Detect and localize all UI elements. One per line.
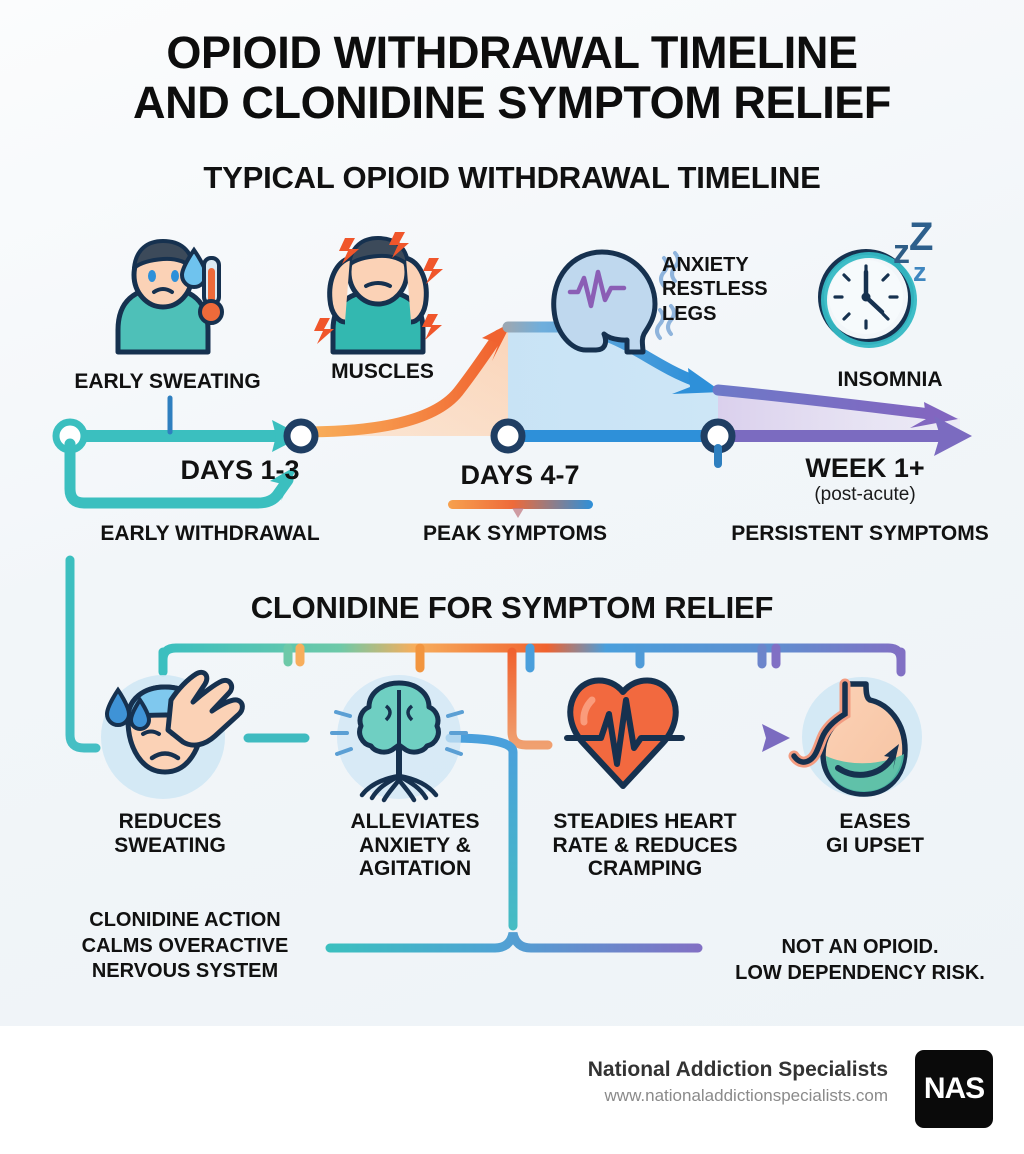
note-not-an-opioid: NOT AN OPIOID. LOW DEPENDENCY RISK. bbox=[700, 935, 1020, 986]
early-withdrawal-loop-arrow bbox=[64, 438, 298, 509]
note-right-line2: LOW DEPENDENCY RISK. bbox=[735, 961, 985, 984]
anxious-head-icon bbox=[551, 249, 680, 355]
benefit-caption-reduces-sweating: REDUCES SWEATING bbox=[35, 810, 305, 857]
caption-insomnia: INSOMNIA bbox=[837, 368, 943, 391]
svg-text:Z: Z bbox=[909, 215, 933, 259]
svg-text:z: z bbox=[913, 257, 927, 287]
note-left-line3: NERVOUS SYSTEM bbox=[91, 960, 279, 983]
mid-orange-drop bbox=[507, 647, 553, 750]
nas-logo: NAS bbox=[915, 1050, 993, 1128]
caption-restless: RESTLESS bbox=[662, 278, 768, 301]
note-right-line1: NOT AN OPIOID. bbox=[781, 936, 939, 958]
node-days-4-7[interactable] bbox=[490, 418, 526, 454]
caption-legs: LEGS bbox=[662, 302, 717, 325]
clonidine-bracket bbox=[158, 643, 906, 677]
benefit-3-line1: STEADIES HEART bbox=[553, 810, 737, 833]
benefit-2-line2: ANXIETY & bbox=[359, 833, 471, 857]
brand-name: National Addiction Specialists bbox=[587, 1058, 888, 1081]
caption-anxiety: ANXIETY bbox=[662, 254, 749, 276]
page-title-line1: OPIOID WITHDRAWAL TIMELINE bbox=[166, 27, 858, 78]
stomach-icon bbox=[788, 677, 922, 797]
page-title: OPIOID WITHDRAWAL TIMELINE AND CLONIDINE… bbox=[0, 27, 1024, 129]
page-title-line2: AND CLONIDINE SYMPTOM RELIEF bbox=[133, 77, 891, 129]
caption-anxiety-restless-legs: ANXIETY RESTLESS LEGS bbox=[662, 253, 842, 326]
benefit-3-line2: RATE & REDUCES bbox=[552, 833, 738, 857]
svg-text:z: z bbox=[893, 233, 910, 271]
stage-note-post-acute: (post-acute) bbox=[814, 484, 916, 505]
benefit-4-line1: EASES bbox=[839, 810, 911, 833]
benefit-caption-alleviates-anxiety: ALLEVIATES ANXIETY & AGITATION bbox=[290, 810, 540, 881]
link-heart-to-stomach bbox=[698, 724, 790, 752]
clonidine-section-title: CLONIDINE FOR SYMPTOM RELIEF bbox=[250, 590, 774, 625]
node-days-1-3[interactable] bbox=[283, 418, 319, 454]
benefit-1-line2: SWEATING bbox=[114, 833, 226, 857]
timeline-axis bbox=[64, 416, 972, 456]
benefit-2-line3: AGITATION bbox=[358, 857, 472, 881]
peak-symptoms-marker bbox=[448, 500, 593, 518]
benefit-caption-steadies-heart-rate: STEADIES HEART RATE & REDUCES CRAMPING bbox=[505, 810, 785, 881]
peak-rise-area bbox=[300, 327, 508, 436]
stage-period-week-1: WEEK 1+ bbox=[805, 453, 925, 483]
persistent-arrow bbox=[712, 384, 958, 428]
left-vertical-connector bbox=[65, 555, 101, 753]
benefit-4-line2: GI UPSET bbox=[825, 833, 925, 857]
cooling-forehead-icon bbox=[101, 669, 245, 799]
infographic-graphics: z Z z bbox=[52, 215, 972, 953]
benefit-3-line3: CRAMPING bbox=[587, 857, 703, 881]
peak-decline-area bbox=[508, 327, 718, 436]
caption-early-sweating: EARLY SWEATING bbox=[74, 370, 261, 393]
stage-period-days-4-7: DAYS 4-7 bbox=[460, 460, 580, 490]
footer bbox=[0, 1026, 1024, 1154]
stage-period-days-1-3: DAYS 1-3 bbox=[180, 455, 300, 485]
benefit-1-line1: REDUCES bbox=[118, 810, 222, 833]
stage-phase-peak-symptoms: PEAK SYMPTOMS bbox=[423, 522, 607, 545]
timeline-section-title: TYPICAL OPIOID WITHDRAWAL TIMELINE bbox=[203, 160, 821, 195]
brand-url: www.nationaladdictionspecialists.com bbox=[604, 1086, 888, 1105]
note-left-line1: CLONIDINE ACTION bbox=[89, 909, 281, 931]
caption-muscles: MUSCLES bbox=[331, 360, 434, 383]
axis-purple-arrowhead bbox=[934, 416, 972, 456]
stage-phase-early-withdrawal: EARLY WITHDRAWAL bbox=[100, 522, 320, 545]
insomnia-clock-icon: z Z z bbox=[818, 215, 933, 348]
muscle-aches-icon bbox=[314, 232, 443, 355]
benefit-caption-eases-gi-upset: EASES GI UPSET bbox=[760, 810, 990, 857]
bottom-summary-bar bbox=[325, 931, 703, 953]
calm-brain-icon bbox=[330, 675, 468, 803]
benefit-2-line1: ALLEVIATES bbox=[350, 810, 480, 833]
sweating-fever-icon bbox=[115, 239, 224, 355]
brain-to-bottom-connector bbox=[445, 733, 518, 931]
heart-rate-icon bbox=[564, 677, 685, 789]
note-clonidine-action: CLONIDINE ACTION CALMS OVERACTIVE NERVOU… bbox=[30, 908, 340, 985]
stage-phase-persistent-symptoms: PERSISTENT SYMPTOMS bbox=[731, 522, 989, 545]
note-left-line2: CALMS OVERACTIVE bbox=[81, 934, 289, 957]
